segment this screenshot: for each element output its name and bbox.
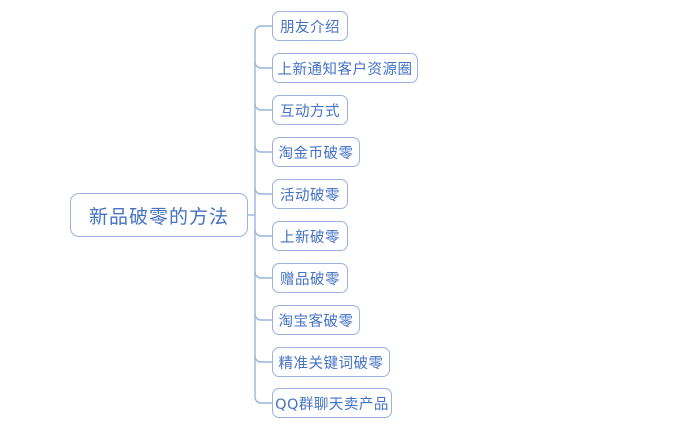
- child-node-8[interactable]: 淘宝客破零: [272, 305, 360, 335]
- child-node-7[interactable]: 赠品破零: [272, 263, 348, 293]
- child-node-2[interactable]: 上新通知客户资源圈: [272, 53, 418, 83]
- connector-branch-7: [254, 271, 272, 279]
- child-node-9[interactable]: 精准关键词破零: [272, 347, 390, 377]
- child-node-1[interactable]: 朋友介绍: [272, 11, 348, 41]
- connector-branch-2: [254, 61, 272, 69]
- child-node-4[interactable]: 淘金币破零: [272, 137, 360, 167]
- root-node[interactable]: 新品破零的方法: [70, 193, 248, 237]
- child-node-10[interactable]: QQ群聊天卖产品: [272, 388, 392, 418]
- child-node-5[interactable]: 活动破零: [272, 179, 348, 209]
- child-node-3[interactable]: 互动方式: [272, 95, 348, 125]
- connector-branch-4: [254, 145, 272, 153]
- child-node-6[interactable]: 上新破零: [272, 221, 348, 251]
- connector-branch-3: [254, 103, 272, 111]
- connector-branch-1: [254, 25, 272, 33]
- connector-branch-8: [254, 313, 272, 321]
- connector-branch-10: [254, 396, 272, 404]
- connector-branch-9: [254, 355, 272, 363]
- connector-branch-5: [254, 187, 272, 195]
- connector-branch-6: [254, 229, 272, 237]
